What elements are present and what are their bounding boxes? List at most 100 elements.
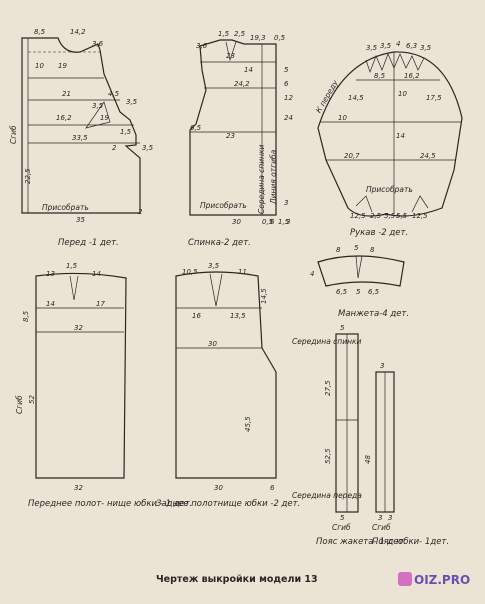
belt-skirt-dim-3: 3: [378, 514, 382, 522]
sleeve-gather-label: Присобрать: [366, 185, 413, 194]
back-skirt-dart: [209, 273, 223, 307]
sleeve-dim-4: 6,3: [406, 42, 417, 50]
front-dim-5: 19: [58, 62, 67, 70]
belt-skirt-dim-4: 3: [388, 514, 392, 522]
front-dim-7: 3,5: [92, 102, 104, 110]
front-skirt-dart: [69, 275, 79, 301]
sleeve-dim-18: 5,5: [396, 212, 408, 220]
front-dart: [85, 101, 111, 129]
back-dim-20: 3: [286, 218, 290, 226]
belt-jacket-dim-2: 27,5: [324, 380, 332, 396]
front-skirt-caption: Переднее полот- нище юбки - 1 дет.: [28, 499, 192, 509]
sleeve-dim-7: 16,2: [404, 72, 420, 80]
front-skirt-dim-4: 8,5: [22, 310, 30, 322]
sleeve-dim-11: 10: [338, 114, 347, 122]
front-dim-4: 10: [35, 62, 44, 70]
back-dim-5: 0,5: [274, 34, 286, 42]
belt-jacket-dim-1: 5: [340, 324, 345, 332]
front-skirt-dim-7: 32: [74, 324, 83, 332]
back-dim-19: 1,5: [278, 218, 290, 226]
front-dim-9: 3,5: [126, 98, 138, 106]
back-bodice-outline: [189, 39, 277, 216]
sleeve-outline: [317, 51, 463, 217]
front-dim-1: 8,5: [34, 28, 46, 36]
cuff-outline: [317, 255, 405, 287]
belt-jacket-centre-back: Середина спинки: [292, 337, 362, 346]
sleeve-dim-17: 5,5: [384, 212, 396, 220]
watermark-text: OIZ.PRO: [414, 573, 470, 587]
sleeve-dim-3: 4: [396, 40, 400, 48]
back-gather-label: Присобрать: [200, 201, 247, 210]
sleeve-dim-16: 2,5: [370, 212, 382, 220]
belt-jacket-dim-3: 52,5: [324, 448, 332, 464]
watermark-f-icon: [398, 572, 412, 586]
cuff-dim-6: 5: [356, 288, 361, 296]
back-skirt-dim-3: 11: [238, 268, 247, 276]
back-skirt-dim-10: 6: [270, 484, 275, 492]
back-dim-8: 24,2: [234, 80, 250, 88]
front-skirt-dim-6: 17: [96, 300, 105, 308]
front-dim-10: 16,2: [56, 114, 72, 122]
cuff-dim-7: 6,5: [368, 288, 380, 296]
sheet-title: Чертеж выкройки модели 13: [156, 574, 318, 585]
back-skirt-dim-9: 30: [214, 484, 223, 492]
front-dim-3: 3,6: [92, 40, 104, 48]
back-skirt-dim-6: 14,5: [260, 288, 268, 304]
sleeve-dim-5: 3,5: [420, 44, 432, 52]
front-skirt-dim-5: 14: [46, 300, 55, 308]
front-dim-6: 21: [62, 90, 71, 98]
front-bodice-caption: Перед -1 дет.: [58, 238, 119, 248]
back-shoulder-dart: [225, 41, 237, 62]
back-skirt-caption: Заднее полотнище юбки -2 дет.: [156, 499, 300, 509]
back-skirt-dim-7: 30: [208, 340, 217, 348]
back-bodice: 3,6 1,5 2,5 19,3 0,5 23 14 24,2 6,5 23 1…: [188, 30, 293, 248]
belt-jacket-fold-label: Сгиб: [332, 523, 351, 532]
back-dim-10: 23: [226, 132, 235, 140]
sleeve-dim-9: 10: [398, 90, 407, 98]
back-dim-11: 12: [284, 94, 293, 102]
front-skirt: 13 1,5 14 8,5 14 17 32 52 32 Сгиб Передн…: [15, 262, 192, 509]
front-skirt-dim-1: 13: [46, 270, 55, 278]
front-fold-label: Сгиб: [9, 125, 18, 144]
back-dim-15: 3: [284, 199, 288, 207]
front-bodice-outline: [21, 37, 141, 214]
front-skirt-dim-8: 52: [28, 395, 36, 404]
front-dim-12: 1,5: [120, 128, 132, 136]
back-skirt-dim-4: 16: [192, 312, 201, 320]
belt-skirt-caption: Пояс юбки- 1дет.: [372, 537, 449, 547]
belt-jacket-caption: Пояс жакета- 1 дет.: [316, 537, 406, 547]
front-dim-11: 19: [100, 114, 109, 122]
back-dim-9: 6,5: [190, 124, 202, 132]
back-dim-7: 14: [244, 66, 253, 74]
back-skirt-dim-5: 13,5: [230, 312, 246, 320]
front-dim-17: 35: [76, 216, 85, 224]
sleeve-dim-2: 3,5: [380, 42, 392, 50]
back-dim-18: 6: [270, 218, 275, 226]
back-dim-4: 19,3: [250, 34, 266, 42]
sleeve: 3,5 3,5 4 6,3 3,5 8,5 16,2 14,5 10 17,5 …: [314, 40, 463, 238]
sleeve-dim-10: 17,5: [426, 94, 442, 102]
front-dim-13: 33,5: [72, 134, 88, 142]
front-gather-label: Присобрать: [42, 203, 89, 212]
cuff-dim-2: 5: [354, 244, 359, 252]
back-skirt-dim-1: 10,5: [182, 268, 198, 276]
cuff-dim-4: 4: [310, 270, 314, 278]
back-dim-17: 0,5: [262, 218, 274, 226]
front-skirt-dim-2: 1,5: [66, 262, 78, 270]
cuff: 8 5 8 4 6,5 5 6,5 Манжета-4 дет.: [310, 244, 409, 319]
back-skirt-outline: [175, 271, 277, 479]
front-skirt-dim-9: 32: [74, 484, 83, 492]
front-dim-2: 14,2: [70, 28, 86, 36]
belt-jacket: Середина спинки Середина переда 5 27,5 5…: [292, 324, 406, 547]
cuff-caption: Манжета-4 дет.: [338, 309, 409, 319]
back-dim-13: 5: [284, 66, 289, 74]
sleeve-dim-15: 12,5: [350, 212, 366, 220]
belt-skirt-dim-2: 48: [364, 455, 372, 464]
belt-jacket-dim-4: 5: [340, 514, 345, 522]
sleeve-dim-1: 3,5: [366, 44, 378, 52]
sleeve-cap-pleats: [365, 53, 425, 74]
front-dim-16: 22,5: [24, 168, 32, 184]
watermark-logo: OIZ.PRO: [398, 572, 470, 587]
